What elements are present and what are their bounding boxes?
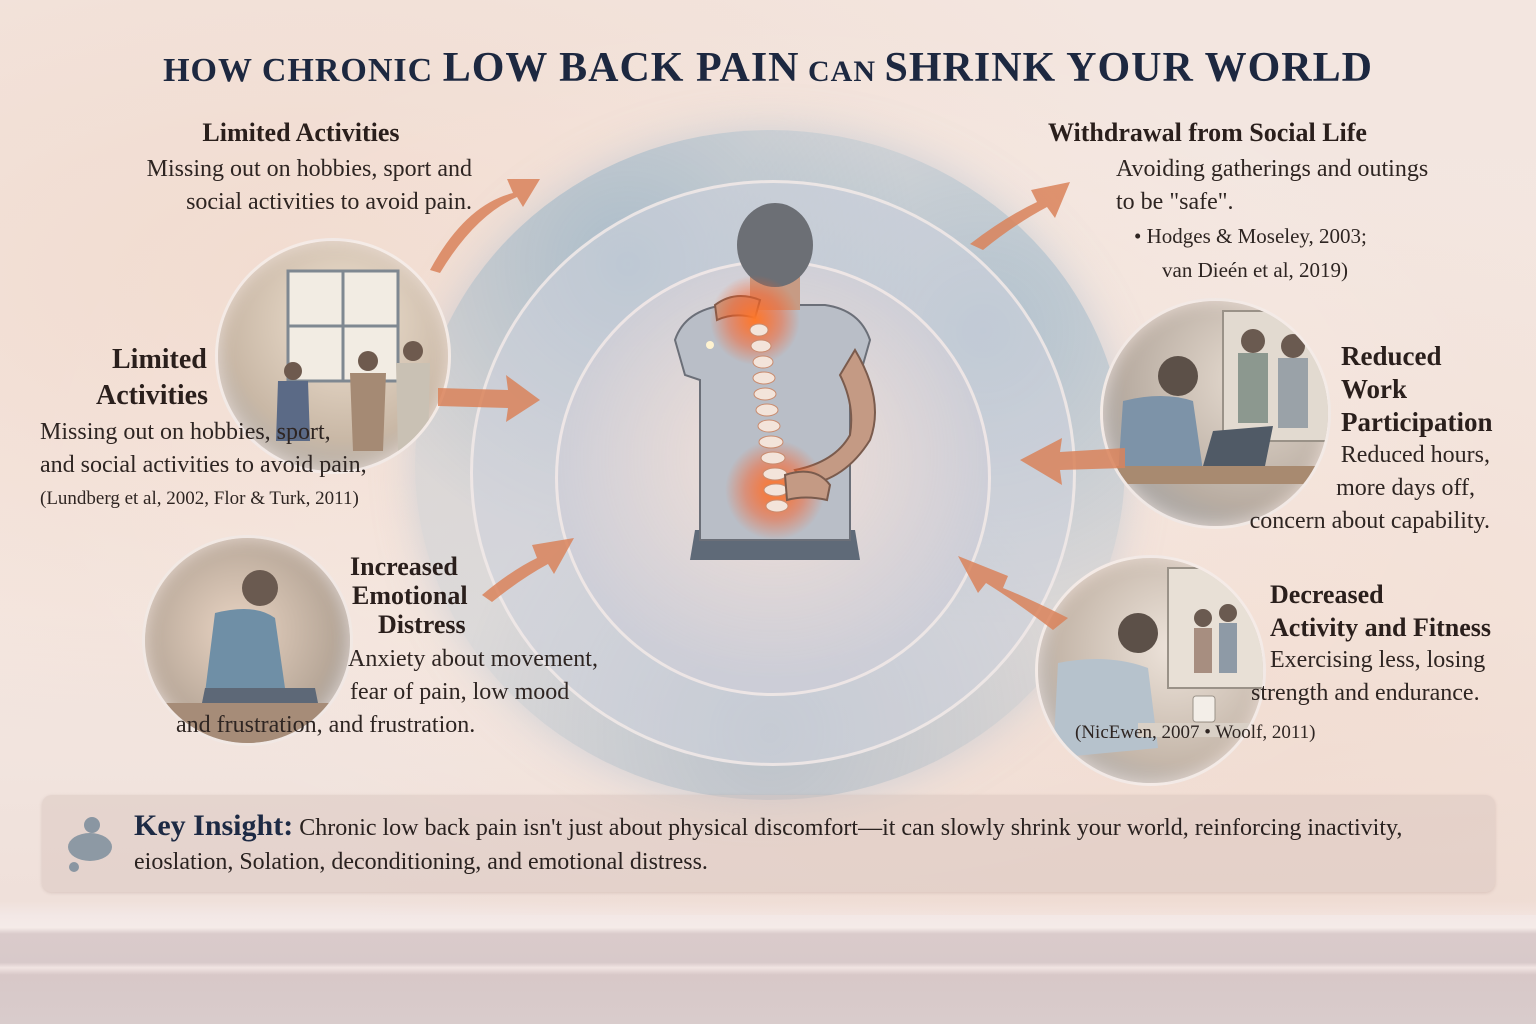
section-heading: Withdrawal from Social Life bbox=[1048, 118, 1367, 147]
section-heading: Limited Activities bbox=[202, 118, 400, 147]
emotional-distress-block: Increased Emotional Distress Anxiety abo… bbox=[176, 552, 636, 742]
section-text: Missing out on hobbies, sport, bbox=[40, 419, 331, 445]
section-heading: Activities bbox=[96, 380, 208, 411]
section-text: Exercising less, losing bbox=[1270, 647, 1486, 673]
arrow-inward-bottom-left bbox=[482, 538, 574, 602]
section-text: strength and endurance. bbox=[1251, 680, 1480, 706]
title-part-1: HOW CHRONIC bbox=[163, 52, 443, 89]
section-text: Missing out on hobbies, sport and bbox=[146, 156, 472, 182]
desk bbox=[1103, 466, 1328, 484]
limited-activities-mid-block: Limited Activities Missing out on hobbie… bbox=[40, 342, 440, 514]
person-sitting bbox=[205, 609, 285, 693]
reduced-work-block: Reduced Work Participation Reduced hours… bbox=[1205, 340, 1515, 538]
section-text: Reduced hours, bbox=[1340, 442, 1490, 468]
cup bbox=[1192, 695, 1216, 723]
withdrawal-social-life-block: Withdrawal from Social Life Avoiding gat… bbox=[1048, 116, 1488, 287]
person-at-laptop bbox=[1118, 396, 1203, 476]
section-heading: Reduced bbox=[1341, 341, 1442, 371]
reduced-work-vignette bbox=[1100, 298, 1331, 529]
citation: • Hodges & Moseley, 2003; bbox=[1134, 224, 1367, 248]
section-heading: Distress bbox=[378, 610, 466, 639]
table bbox=[1138, 723, 1263, 737]
section-text: social activities to avoid pain. bbox=[186, 189, 472, 215]
section-heading: Increased bbox=[350, 552, 458, 581]
limited-activities-top-block: Limited Activities Missing out on hobbie… bbox=[90, 116, 472, 219]
citation: van Dieén et al, 2019) bbox=[1162, 258, 1349, 282]
section-text: Avoiding gatherings and outings bbox=[1116, 156, 1429, 182]
section-text: concern about capability. bbox=[1249, 508, 1490, 534]
hand-on-lower-back bbox=[783, 470, 832, 502]
section-text: fear of pain, low mood bbox=[350, 679, 570, 705]
arrow-inward-bottom-right bbox=[958, 556, 1068, 630]
section-heading: Activity and Fitness bbox=[1270, 613, 1491, 642]
laptop bbox=[1203, 426, 1273, 466]
section-text: to be "safe". bbox=[1116, 189, 1234, 215]
section-text: Anxiety about movement, bbox=[348, 646, 598, 672]
title-part-3: CAN bbox=[799, 55, 885, 88]
section-heading: Emotional bbox=[352, 581, 468, 610]
section-text: and frustration, and frustration. bbox=[176, 712, 476, 738]
citation: (NicEwen, 2007 • Woolf, 2011) bbox=[1075, 722, 1316, 743]
section-heading: Decreased bbox=[1270, 580, 1384, 609]
section-heading: Participation bbox=[1341, 407, 1493, 437]
man-with-back-pain-illustration bbox=[673, 203, 876, 560]
title-part-2: LOW BACK PAIN bbox=[442, 45, 800, 91]
upper-pain-glow bbox=[710, 275, 800, 365]
arrow-outward-top-right bbox=[970, 182, 1070, 250]
key-insight-body: Chronic low back pain isn't just about p… bbox=[134, 815, 1403, 875]
key-insight-label: Key Insight: bbox=[134, 809, 294, 842]
key-insight-box: Key Insight: Chronic low back pain isn't… bbox=[42, 795, 1495, 892]
person-at-table bbox=[1053, 659, 1158, 758]
arrow-inward-mid-right bbox=[1020, 438, 1125, 485]
pain-spark bbox=[706, 341, 714, 349]
citation: (Lundberg et al, 2002, Flor & Turk, 2011… bbox=[40, 488, 359, 509]
section-heading: Limited bbox=[112, 344, 207, 375]
page-title: HOW CHRONIC LOW BACK PAIN CAN SHRINK YOU… bbox=[0, 44, 1536, 92]
section-text: more days off, bbox=[1336, 475, 1475, 501]
thought-bubble-icon bbox=[68, 817, 112, 872]
section-heading: Work bbox=[1341, 374, 1408, 404]
person bbox=[350, 373, 386, 451]
person bbox=[396, 363, 430, 451]
family-activity-vignette bbox=[215, 238, 451, 474]
arrow-outward-top-left bbox=[430, 179, 540, 273]
key-insight-text: Key Insight: Chronic low back pain isn't… bbox=[134, 809, 1474, 879]
head bbox=[737, 203, 813, 287]
arrow-inward-mid-left bbox=[438, 375, 540, 422]
decreased-fitness-block: Decreased Activity and Fitness Exercisin… bbox=[1075, 578, 1525, 748]
title-part-4: SHRINK YOUR WORLD bbox=[884, 45, 1373, 91]
section-text: and social activities to avoid pain, bbox=[40, 452, 367, 478]
person bbox=[276, 381, 310, 441]
decreased-fitness-vignette bbox=[1035, 555, 1266, 786]
